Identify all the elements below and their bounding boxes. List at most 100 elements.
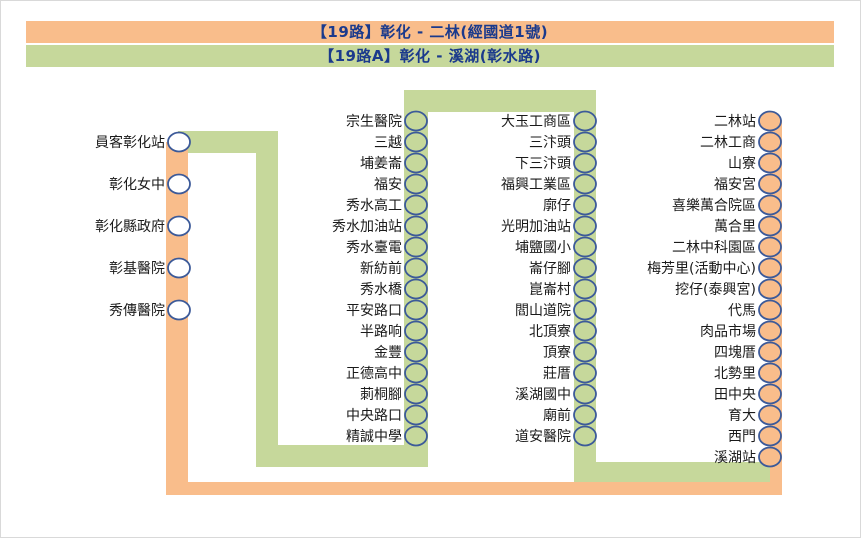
stop-label: 挖仔(泰興宮) [675, 282, 756, 298]
stop-label: 大玉工商區 [501, 114, 571, 130]
stop-col3-4: 廓仔 [543, 194, 597, 216]
stop-label: 北頂寮 [529, 323, 571, 340]
stop-marker [404, 278, 428, 300]
stop-label: 平安路口 [346, 303, 402, 319]
stop-label: 福興工業區 [501, 177, 571, 193]
stop-marker [404, 257, 428, 279]
stop-marker [573, 341, 597, 363]
stop-col4-9: 代馬 [728, 299, 782, 321]
stop-marker [573, 362, 597, 384]
stop-marker [573, 404, 597, 426]
stop-marker [573, 425, 597, 447]
stop-label: 道安醫院 [515, 429, 571, 445]
stop-label: 田中央 [714, 387, 756, 403]
stop-marker [404, 173, 428, 195]
route-19a-segment [256, 131, 278, 467]
stop-col3-6: 埔鹽國小 [515, 236, 597, 258]
stop-col2-10: 半路响 [360, 320, 428, 342]
stop-label: 秀水加油站 [332, 219, 402, 235]
stop-label: 萬合里 [714, 219, 756, 235]
stop-col3-5: 光明加油站 [501, 215, 597, 237]
stop-marker [404, 110, 428, 132]
stop-label: 二林站 [714, 114, 756, 130]
stop-label: 山寮 [728, 155, 756, 172]
stop-col3-14: 廟前 [543, 404, 597, 426]
stop-label: 三汴頭 [529, 135, 571, 151]
stop-col1-1: 彰化女中 [109, 173, 191, 195]
stop-marker [167, 215, 191, 237]
stop-label: 下三汴頭 [515, 156, 571, 172]
stop-col3-12: 莊厝 [543, 362, 597, 384]
stop-col2-1: 三越 [374, 131, 428, 153]
stop-marker [404, 383, 428, 405]
stop-marker [404, 194, 428, 216]
stop-label: 精誠中學 [346, 429, 402, 445]
route-19a-segment [404, 90, 596, 112]
stop-marker [573, 110, 597, 132]
stop-col1-3: 彰基醫院 [109, 257, 191, 279]
stop-col3-8: 崑崙村 [529, 278, 597, 300]
stop-marker [404, 320, 428, 342]
stop-label: 秀水高工 [346, 197, 402, 214]
stop-marker [404, 362, 428, 384]
stop-label: 喜樂萬合院區 [672, 197, 756, 214]
stop-col3-2: 下三汴頭 [515, 152, 597, 174]
stop-col4-10: 肉品市場 [700, 320, 782, 342]
stop-marker [758, 236, 782, 258]
stop-col3-15: 道安醫院 [515, 425, 597, 447]
stop-col2-6: 秀水臺電 [346, 236, 428, 258]
stop-marker [404, 341, 428, 363]
stop-col2-8: 秀水橋 [360, 278, 428, 300]
stop-col3-13: 溪湖國中 [515, 383, 597, 405]
stop-col2-0: 宗生醫院 [346, 110, 428, 132]
stop-col2-11: 金豐 [374, 341, 428, 363]
stop-label: 秀傳醫院 [109, 303, 165, 319]
stop-col3-11: 頂寮 [543, 341, 597, 363]
route-19-segment [166, 482, 782, 495]
stop-marker [167, 173, 191, 195]
stop-label: 崙仔腳 [529, 261, 571, 277]
stop-col4-5: 萬合里 [714, 215, 782, 237]
stop-marker [573, 320, 597, 342]
stop-marker [404, 425, 428, 447]
stop-col2-15: 精誠中學 [346, 425, 428, 447]
route-19a-banner: 【19路A】彰化 - 溪湖(彰水路) [26, 45, 834, 67]
stop-marker [573, 383, 597, 405]
stop-marker [573, 236, 597, 258]
stop-label: 廟前 [543, 407, 571, 424]
stop-marker [573, 131, 597, 153]
route-19a-segment [256, 445, 428, 467]
stop-label: 莊厝 [543, 366, 571, 382]
stop-marker [758, 320, 782, 342]
stop-label: 半路响 [360, 324, 402, 340]
stop-marker [758, 194, 782, 216]
stop-col2-7: 新紡前 [360, 257, 428, 279]
stop-marker [758, 110, 782, 132]
stop-col4-0: 二林站 [714, 110, 782, 132]
stop-marker [758, 404, 782, 426]
stop-label: 彰基醫院 [109, 260, 165, 277]
stop-col4-6: 二林中科園區 [672, 236, 782, 258]
stop-col4-1: 二林工商 [700, 131, 782, 153]
stop-marker [404, 404, 428, 426]
stop-marker [573, 173, 597, 195]
stop-label: 四塊厝 [714, 345, 756, 361]
stop-label: 埔鹽國小 [515, 240, 571, 256]
stop-label: 福安宮 [714, 177, 756, 193]
stop-label: 光明加油站 [501, 219, 571, 235]
stop-marker [573, 278, 597, 300]
stop-marker [573, 299, 597, 321]
stop-marker [758, 152, 782, 174]
stop-marker [404, 131, 428, 153]
stop-label: 三越 [374, 135, 402, 151]
stop-col2-14: 中央路口 [346, 404, 428, 426]
stop-col4-4: 喜樂萬合院區 [672, 194, 782, 216]
stop-label: 福安 [374, 177, 402, 193]
stop-label: 二林中科園區 [672, 240, 756, 256]
stop-marker [758, 215, 782, 237]
stop-col4-11: 四塊厝 [714, 341, 782, 363]
route-19-banner: 【19路】彰化 - 二林(經國道1號) [26, 21, 834, 43]
stop-label: 溪湖國中 [515, 387, 571, 403]
stop-marker [758, 257, 782, 279]
